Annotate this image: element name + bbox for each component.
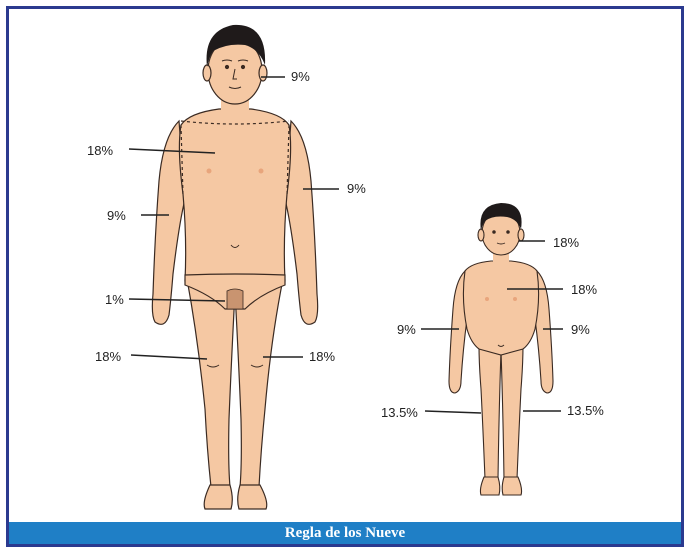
adult-right-leg	[187, 279, 235, 487]
child-left-leg-label: 13.5%	[567, 403, 604, 418]
child-torso	[463, 261, 538, 355]
child-right-arm-label: 9%	[397, 322, 416, 337]
adult-right-ear	[203, 65, 211, 81]
child-trunk-label: 18%	[571, 282, 597, 297]
adult-left-leg-label: 18%	[309, 349, 335, 364]
adult-left-ear	[259, 65, 267, 81]
child-left-leg	[501, 345, 523, 479]
child-right-leg-label: 13.5%	[381, 405, 418, 420]
caption-bar: Regla de los Nueve	[9, 522, 681, 544]
adult-torso	[179, 109, 290, 299]
rule-of-nines-figure: 9% 18% 9% 9% 1% 18% 18%	[9, 9, 681, 522]
child-left-foot	[502, 477, 521, 495]
adult-chest-label: 18%	[87, 143, 113, 158]
child-left-ear	[518, 229, 524, 241]
adult-left-arm-label: 9%	[347, 181, 366, 196]
child-figure	[449, 211, 553, 495]
adult-left-foot	[238, 485, 267, 509]
diagram-frame: 9% 18% 9% 9% 1% 18% 18%	[6, 6, 684, 547]
adult-head-label: 9%	[291, 69, 310, 84]
adult-right-leg-label: 18%	[95, 349, 121, 364]
child-head-label: 18%	[553, 235, 579, 250]
figure-caption: Regla de los Nueve	[285, 525, 405, 542]
adult-left-leg	[235, 279, 283, 487]
adult-genital-area	[227, 289, 243, 309]
adult-right-foot	[204, 485, 232, 509]
adult-genitals-label: 1%	[105, 292, 124, 307]
child-right-foot	[480, 477, 499, 495]
adult-right-arm-label: 9%	[107, 208, 126, 223]
child-right-leg	[479, 345, 501, 479]
child-left-arm-label: 9%	[571, 322, 590, 337]
